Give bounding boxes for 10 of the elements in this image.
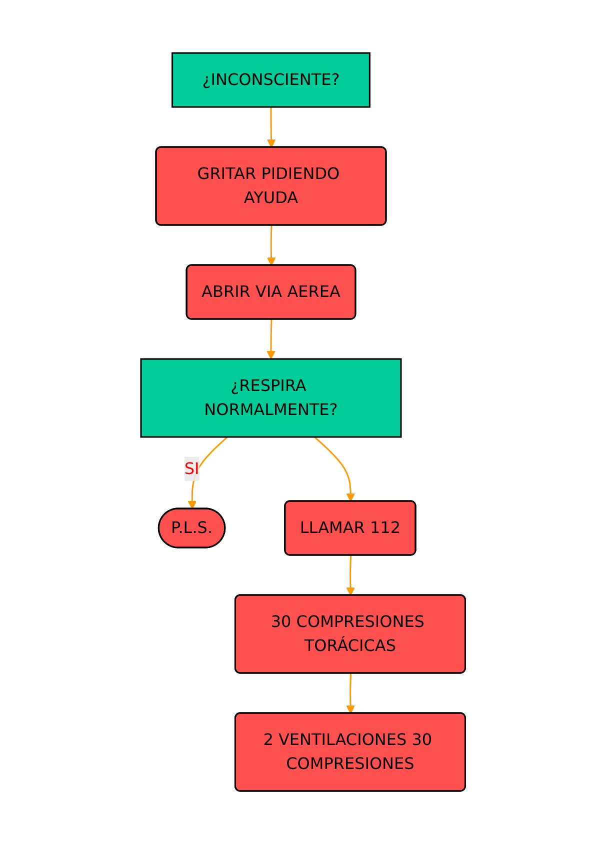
arrow bbox=[266, 319, 276, 360]
arrow bbox=[346, 673, 356, 714]
arrow bbox=[267, 107, 276, 148]
node-box: ¿INCONSCIENTE? bbox=[172, 52, 371, 108]
node-box: ¿RESPIRA NORMALMENTE? bbox=[140, 358, 402, 438]
arrow bbox=[188, 436, 228, 510]
edge-label: SI bbox=[184, 459, 200, 478]
arrow bbox=[346, 555, 356, 596]
arrow bbox=[314, 436, 356, 502]
arrow bbox=[267, 226, 276, 266]
